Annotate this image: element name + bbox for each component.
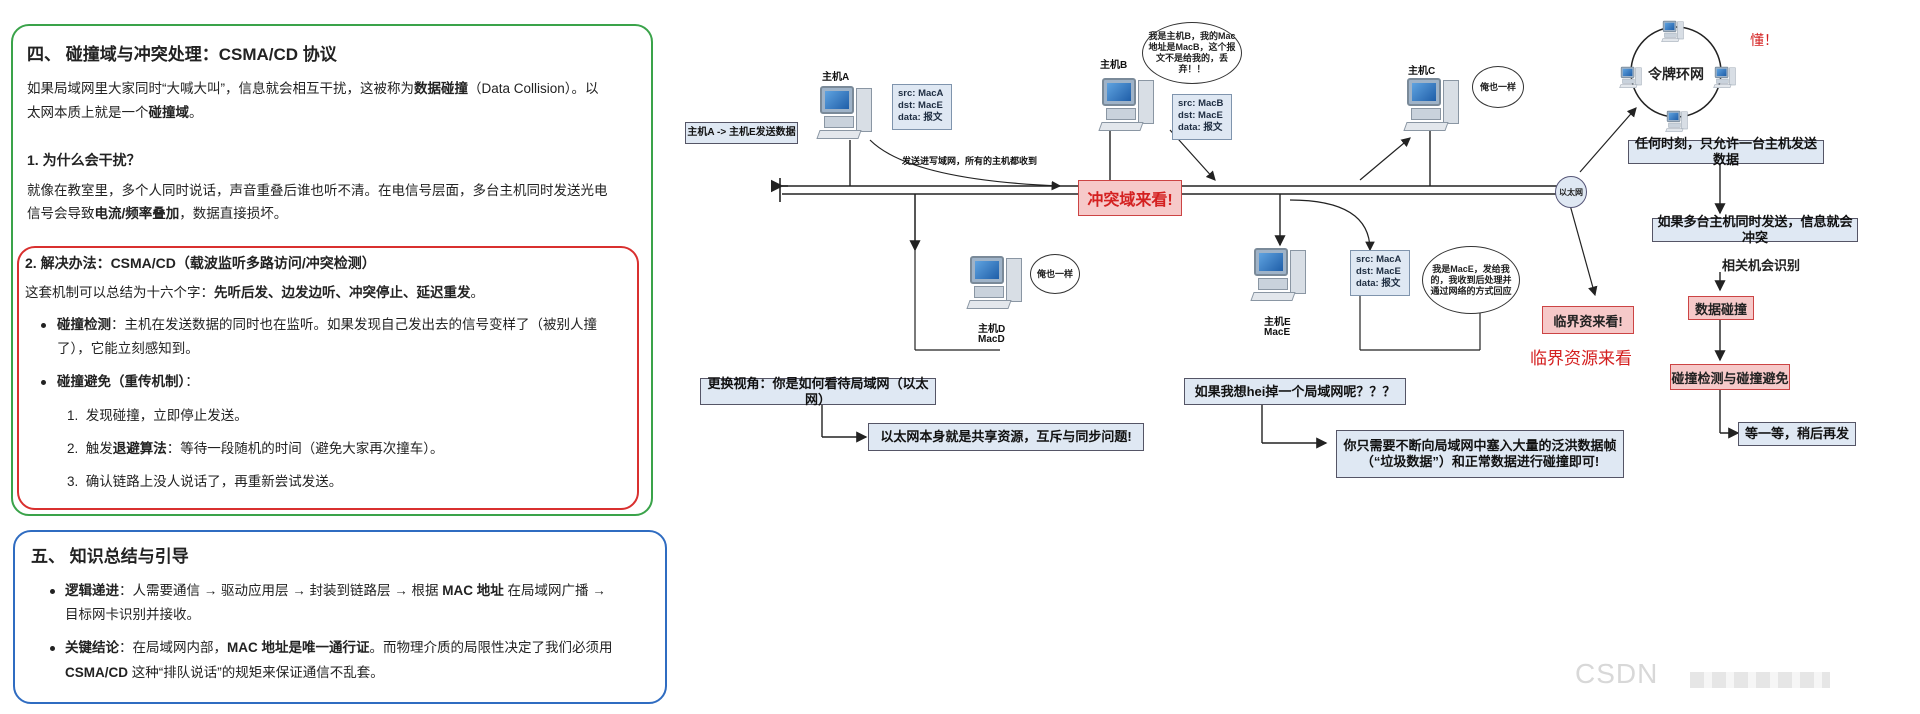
host-b-computer-icon xyxy=(1098,76,1154,132)
ring-computer-icon xyxy=(1713,66,1736,88)
flow-step-3: 相关机会识别 xyxy=(1722,258,1801,273)
collision-detection-item: 碰撞检测：主机在发送数据的同时也在监听。如果发现自己发出去的信号变样了（被别人撞 xyxy=(57,317,597,332)
host-a-computer-icon xyxy=(816,84,872,140)
host-b-speech-bubble: 我是主机B，我的Mac地址是MacB，这个报文不是给我的，丢弃！！ xyxy=(1142,22,1242,84)
logic-item: 逻辑递进：人需要通信 → 驱动应用层 → 封装到链路层 → 根据 MAC 地址 … xyxy=(65,583,606,598)
ring-computer-icon xyxy=(1665,110,1688,132)
blurred-watermark xyxy=(1690,672,1830,688)
csma-cd-frame xyxy=(17,246,639,510)
ring-computer-icon xyxy=(1619,66,1642,88)
host-c-computer-icon xyxy=(1403,76,1459,132)
bullet-dot xyxy=(50,589,55,594)
section-5-frame xyxy=(13,530,667,704)
step-1: 1. 发现碰撞，立即停止发送。 xyxy=(67,408,248,423)
intro-line-2: 太网本质上就是一个碰撞域。 xyxy=(27,105,203,120)
intro-line-1: 如果局域网里大家同时“大喊大叫”，信息就会相互干扰，这被称为数据碰撞（Data … xyxy=(27,81,599,96)
critical-resource-handwritten: 临界资源来看 xyxy=(1530,349,1632,369)
csdn-watermark: CSDN xyxy=(1575,658,1659,689)
shared-resource-answer: 以太网本身就是共享资源，互斥与同步问题! xyxy=(868,423,1144,451)
host-e-label: 主机E xyxy=(1264,317,1291,328)
question-1-heading: 1. 为什么会干扰？ xyxy=(27,152,141,168)
host-a-label: 主机A xyxy=(822,72,850,83)
section-4-title: 四、 碰撞域与冲突处理：CSMA/CD 协议 xyxy=(27,45,337,64)
conclusion-item: 关键结论：在局域网内部，MAC 地址是唯一通行证。而物理介质的局限性决定了我们必… xyxy=(65,640,613,655)
step-2: 2. 触发退避算法：等待一段随机的时间（避免大家再次撞车）。 xyxy=(67,441,444,456)
question-2-heading: 2. 解决办法：CSMA/CD（载波监听多路访问/冲突检测） xyxy=(25,255,376,271)
flow-step-2: 如果多台主机同时发送，信息就会冲突 xyxy=(1652,214,1858,245)
flow-step-detect-avoid: 碰撞检测与碰撞避免 xyxy=(1670,364,1790,390)
conclusion-item-2: CSMA/CD 这种“排队说话”的规矩来保证通信不乱套。 xyxy=(65,665,384,680)
flow-step-1: 任何时刻，只允许一台主机发送数据 xyxy=(1628,136,1824,167)
flow-step-collision: 数据碰撞 xyxy=(1688,296,1754,320)
attack-answer-box: 你只需要不断向局域网中塞入大量的泛洪数据帧（“垃圾数据”）和正常数据进行碰撞即可… xyxy=(1336,430,1624,478)
ring-computer-icon xyxy=(1661,20,1684,42)
host-c-speech-bubble: 俺也一样 xyxy=(1472,66,1524,108)
host-b-label: 主机B xyxy=(1100,60,1128,71)
ethernet-bus-node: 以太网 xyxy=(1555,176,1587,208)
section-5-title: 五、 知识总结与引导 xyxy=(31,547,189,566)
bullet-dot xyxy=(41,323,46,328)
perspective-box: 更换视角：你是如何看待局域网（以太网） xyxy=(700,376,936,407)
question-1-text-2: 信号会导致电流/频率叠加，数据直接损坏。 xyxy=(27,206,288,221)
host-c-label: 主机C xyxy=(1408,66,1436,77)
token-ring-label: 令牌环网 xyxy=(1648,66,1704,82)
broadcast-note: 发送进写域网，所有的主机都收到 xyxy=(902,156,1038,166)
question-1-text-1: 就像在教室里，多个人同时说话，声音重叠后谁也听不清。在电信号层面，多台主机同时发… xyxy=(27,183,608,198)
critical-resource-box: 临界资来看! xyxy=(1542,306,1634,334)
host-d-label: 主机D xyxy=(978,324,1006,335)
host-e-speech-bubble: 我是MacE，发给我的，我收到后处理并通过网络的方式回应 xyxy=(1422,246,1520,314)
attack-question-box: 如果我想hei掉一个局域网呢？？？ xyxy=(1184,378,1406,405)
host-e-mac: MacE xyxy=(1264,327,1291,338)
send-direction-label: 主机A -> 主机E发送数据 xyxy=(685,122,798,144)
bullet-dot xyxy=(41,380,46,385)
bullet-dot xyxy=(50,646,55,651)
host-d-speech-bubble: 俺也一样 xyxy=(1030,254,1080,294)
conflict-domain-box: 冲突域来看! xyxy=(1078,180,1182,216)
token-ring-annotation: 懂！ xyxy=(1750,32,1778,48)
host-d-computer-icon xyxy=(966,254,1022,310)
step-3: 3. 确认链路上没人说话了，再重新尝试发送。 xyxy=(67,474,343,489)
collision-avoidance-item: 碰撞避免（重传机制）： xyxy=(57,374,199,389)
host-d-mac: MacD xyxy=(978,334,1005,345)
flow-step-wait: 等一等，稍后再发 xyxy=(1738,422,1856,446)
host-e-computer-icon xyxy=(1250,246,1306,302)
section-4-frame xyxy=(11,24,653,516)
csma-summary: 这套机制可以总结为十六个字：先听后发、边发边听、冲突停止、延迟重发。 xyxy=(25,285,484,300)
logic-item-2: 目标网卡识别并接收。 xyxy=(65,607,200,622)
collision-detection-item-2: 了），它能立刻感知到。 xyxy=(57,341,199,356)
